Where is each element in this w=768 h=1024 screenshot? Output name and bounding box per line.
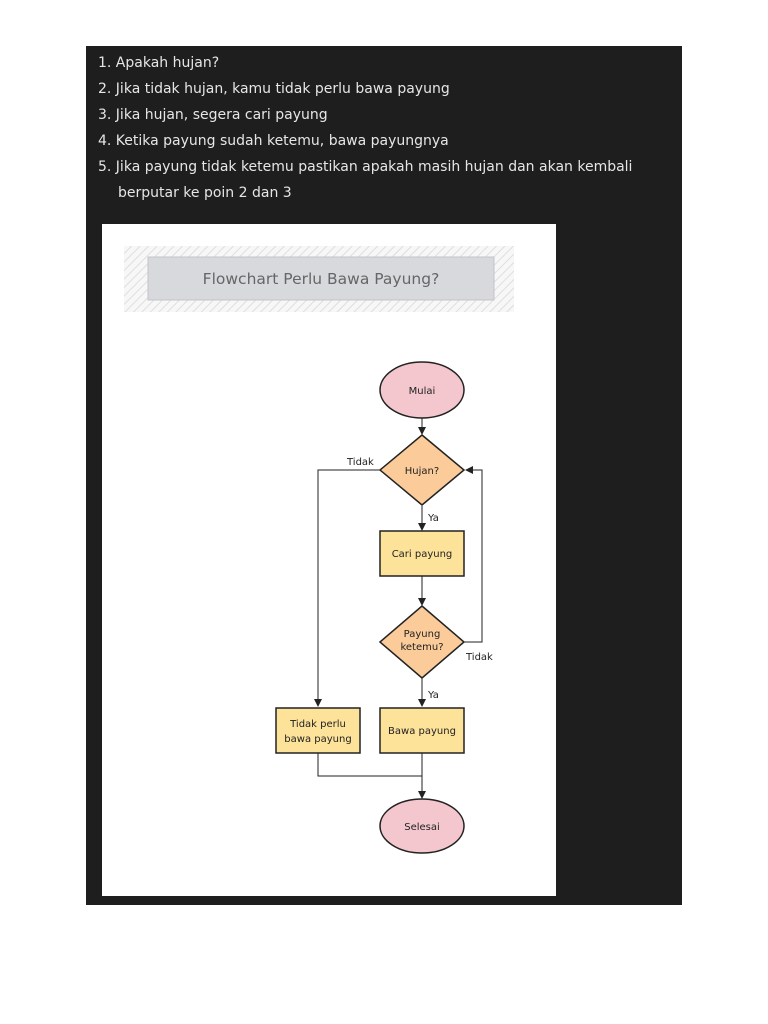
- label-tidak-2: Tidak: [465, 652, 493, 663]
- step-item: 1. Apakah hujan?: [98, 55, 220, 71]
- connector-decision-to-no-need: [314, 469, 380, 707]
- end-terminal: [379, 798, 465, 854]
- process-cari-payung-label: Cari payung: [392, 549, 453, 560]
- label-ya-2: Ya: [427, 690, 439, 701]
- step-item: 4. Ketika payung sudah ketemu, bawa payu…: [98, 133, 449, 149]
- decision-hujan-label: Hujan?: [405, 466, 439, 477]
- process-tidak-perlu: [275, 707, 361, 754]
- decision-payung-ketemu: [378, 605, 466, 679]
- step-item: berputar ke poin 2 dan 3: [118, 185, 292, 201]
- process-cari-payung: [379, 530, 465, 577]
- process-bawa-payung-label: Bawa payung: [388, 726, 456, 737]
- decision-hujan: [378, 434, 466, 506]
- decision-payung-ketemu-label-2: ketemu?: [400, 642, 443, 653]
- process-bawa-payung: [379, 707, 465, 754]
- title-box: [147, 256, 495, 301]
- flowchart-title: Flowchart Perlu Bawa Payung?: [203, 270, 440, 288]
- step-item: 2. Jika tidak hujan, kamu tidak perlu ba…: [98, 81, 450, 97]
- flowchart-svg: Flowchart Perlu Bawa Payung? Mulai Hujan…: [124, 246, 514, 854]
- process-tidak-perlu-label-2: bawa payung: [284, 734, 351, 745]
- start-label: Mulai: [409, 386, 436, 397]
- start-terminal: [379, 361, 465, 419]
- flowchart-figure: Flowchart Perlu Bawa Payung? Mulai Hujan…: [102, 224, 556, 896]
- process-tidak-perlu-label-1: Tidak perlu: [289, 719, 346, 730]
- label-tidak-1: Tidak: [346, 457, 374, 468]
- steps-list: 1. Apakah hujan? 2. Jika tidak hujan, ka…: [98, 50, 676, 206]
- step-item: 3. Jika hujan, segera cari payung: [98, 107, 328, 123]
- connector-loop-back: [464, 466, 483, 643]
- label-ya-1: Ya: [427, 513, 439, 524]
- connector-no-need-merge: [317, 753, 422, 777]
- end-label: Selesai: [404, 822, 440, 833]
- step-item: 5. Jika payung tidak ketemu pastikan apa…: [98, 159, 633, 175]
- decision-payung-ketemu-label-1: Payung: [404, 629, 441, 640]
